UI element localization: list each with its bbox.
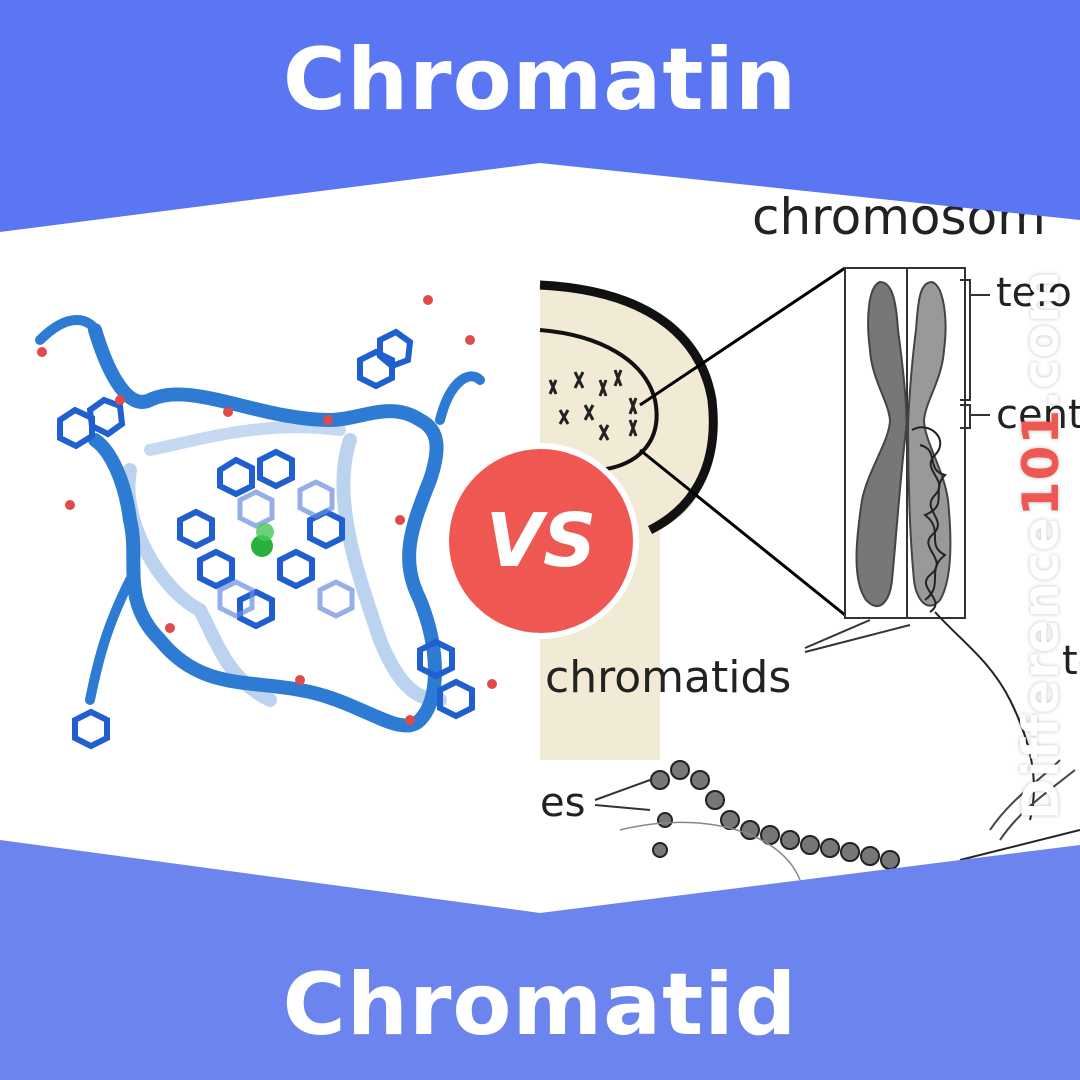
vs-label: VS	[485, 498, 597, 584]
chromatids-label: chromatids	[545, 652, 792, 703]
page-title-bottom: Chromatid	[282, 955, 798, 1055]
telomere-label: telo	[996, 270, 1072, 316]
centromere-label: cent	[996, 392, 1080, 438]
watermark-number: 101	[1012, 408, 1070, 517]
te-label: te	[1062, 638, 1080, 684]
site-watermark: Difference101.com	[1012, 270, 1070, 820]
page-title-top: Chromatin	[282, 30, 798, 130]
top-banner	[0, 0, 1080, 232]
bottom-banner	[0, 840, 1080, 1080]
watermark-prefix: Difference	[1012, 516, 1070, 820]
vs-badge: VS	[443, 443, 639, 639]
es-label: es	[540, 780, 586, 826]
watermark-suffix: .com	[1012, 269, 1070, 409]
